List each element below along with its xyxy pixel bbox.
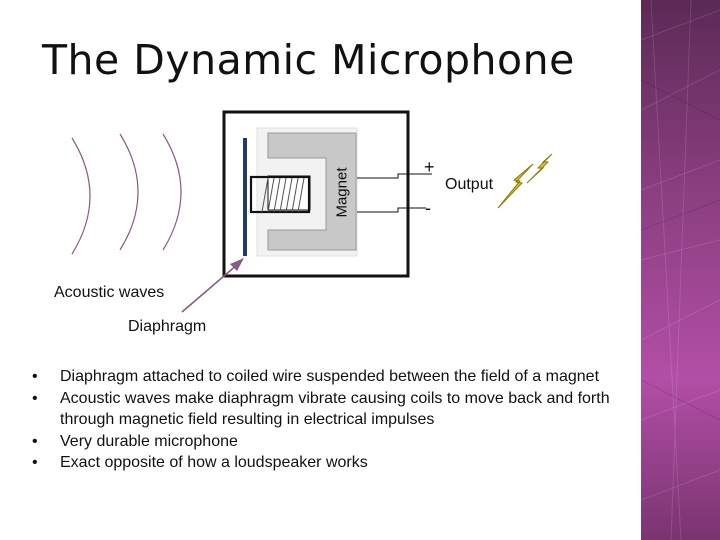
wave-arc-1	[71, 137, 91, 255]
decorative-sidebar	[641, 0, 720, 540]
bullet-text: Very durable microphone	[60, 432, 238, 450]
bullet-symbol: •	[32, 454, 38, 471]
magnet-body	[267, 132, 357, 251]
plus-label: +	[424, 157, 435, 177]
bullet-text: Diaphragm attached to coiled wire suspen…	[60, 368, 600, 385]
microphone-diagram	[71, 110, 553, 313]
wave-arc-3	[162, 133, 182, 251]
diaphragm-label: Diaphragm	[128, 318, 207, 335]
sidebar-texture	[641, 0, 720, 540]
diaphragm-arrow	[181, 258, 244, 313]
output-label: Output	[445, 176, 494, 193]
bullet-text: Exact opposite of how a loudspeaker work…	[60, 454, 368, 471]
bullet-item: • Acoustic waves make diaphragm vibrate c…	[30, 388, 630, 431]
minus-label: -	[425, 198, 431, 218]
acoustic-waves	[71, 133, 182, 255]
bullet-symbol: •	[32, 368, 38, 385]
bullet-text: Acoustic waves make diaphragm vibrate ca…	[60, 389, 610, 429]
diaphragm	[243, 138, 247, 256]
magnet-label: Magnet	[333, 167, 351, 218]
bullet-item: • Exact opposite of how a loudspeaker wor…	[30, 452, 630, 474]
slide-title: The Dynamic Microphone	[42, 36, 575, 84]
acoustic-waves-label: Acoustic waves	[54, 284, 165, 301]
wave-arc-2	[119, 133, 139, 251]
bullet-list: • Diaphragm attached to coiled wire suspe…	[30, 366, 630, 474]
coil	[249, 175, 311, 214]
bullet-symbol: •	[32, 389, 38, 407]
lightning-bolt-icon	[497, 153, 553, 209]
bullet-symbol: •	[32, 432, 38, 450]
output-wires	[357, 173, 432, 213]
bullet-item: • Very durable microphone	[30, 431, 630, 453]
bullet-item: • Diaphragm attached to coiled wire suspe…	[30, 366, 630, 388]
